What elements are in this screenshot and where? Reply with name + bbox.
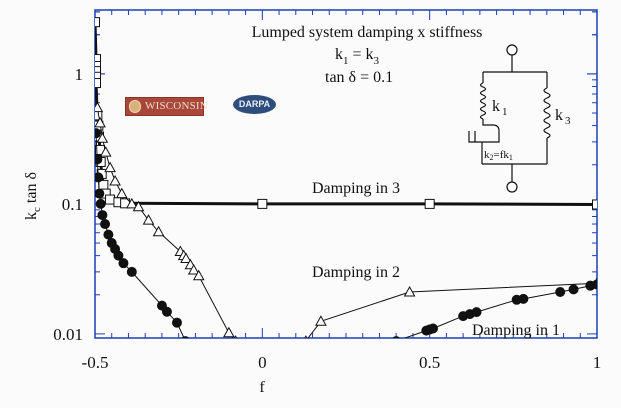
wisconsin-logo: WISCONSIN xyxy=(125,97,208,116)
data-point-circle xyxy=(428,323,439,334)
data-point-triangle xyxy=(223,326,235,338)
data-point-triangle xyxy=(104,161,116,173)
bottom-terminal-icon xyxy=(506,181,518,193)
data-point-circle xyxy=(95,198,106,209)
data-point-circle xyxy=(118,258,129,269)
x-tick-label: 0.5 xyxy=(419,353,440,372)
data-point-square xyxy=(95,78,102,89)
data-point-circle xyxy=(518,293,529,304)
data-point-triangle xyxy=(109,174,121,186)
label-damping-in-3: Damping in 3 xyxy=(312,180,400,197)
data-point-circle xyxy=(392,336,401,338)
spring-k1-icon xyxy=(479,82,487,120)
annotation-tan-delta: tan δ = 0.1 xyxy=(325,69,393,86)
x-tick-label: -0.5 xyxy=(82,353,109,372)
data-point-triangle xyxy=(95,116,106,128)
series-damping-in-1 xyxy=(95,128,597,338)
data-point-circle xyxy=(100,219,111,230)
series-damping-in-2 xyxy=(95,101,597,338)
y-axis-label: kc tan δ xyxy=(23,172,43,220)
data-point-triangle xyxy=(142,214,155,225)
sub-3: 3 xyxy=(374,55,380,67)
data-point-triangle xyxy=(304,335,308,338)
data-point-circle xyxy=(95,154,103,165)
y-label-rest: tan δ xyxy=(23,172,40,207)
k3-k: k xyxy=(555,107,563,124)
k1-k: k xyxy=(492,98,500,115)
y-label-sub-c: c xyxy=(31,207,43,212)
series-line-damping-in-2 xyxy=(96,107,597,338)
eq-k-text: = k xyxy=(349,46,374,63)
data-point-circle xyxy=(171,317,182,328)
data-point-triangle xyxy=(403,285,416,297)
data-point-triangle xyxy=(152,225,165,237)
y-tick-label: 1 xyxy=(75,65,84,84)
label-damping-in-1: Damping in 1 xyxy=(472,322,560,339)
data-point-circle xyxy=(126,266,137,277)
k2-sub: 2 xyxy=(490,153,494,162)
y-label-k: k xyxy=(23,212,40,220)
series-group xyxy=(95,17,597,338)
data-point-circle xyxy=(161,306,172,317)
data-point-circle xyxy=(592,279,597,290)
data-point-triangle xyxy=(115,187,128,199)
y-tick-label: 0.01 xyxy=(53,325,83,344)
wisconsin-crest-icon xyxy=(129,100,141,113)
label-damping-in-2: Damping in 2 xyxy=(312,264,400,281)
data-point-circle xyxy=(103,229,114,240)
dashpot-k2-icon xyxy=(468,119,500,143)
data-point-triangle xyxy=(180,252,192,264)
x-tick-label: 1 xyxy=(593,353,602,372)
data-point-circle xyxy=(95,128,102,139)
data-point-circle xyxy=(95,188,105,199)
k3-sub: 3 xyxy=(565,115,571,127)
data-point-triangle xyxy=(99,146,112,157)
data-point-triangle xyxy=(187,263,200,275)
x-axis-label: f xyxy=(259,379,265,396)
data-point-circle xyxy=(113,250,124,261)
diagram-k2-label: k2=fk1 xyxy=(484,149,513,162)
tick-labels: -0.5 0 0.5 1 1 0.1 0.01 xyxy=(53,65,601,372)
data-point-triangle xyxy=(233,335,238,338)
top-terminal-icon xyxy=(506,44,518,56)
spring-k3-icon xyxy=(543,87,551,139)
data-point-triangle xyxy=(132,200,145,212)
annotation-k1-eq-k3: k1 = k3 xyxy=(335,46,380,67)
data-point-square xyxy=(105,194,116,205)
data-point-circle xyxy=(181,336,190,338)
data-point-circle xyxy=(471,307,482,318)
spring-dashpot-diagram xyxy=(468,44,551,193)
k2-rest: =fk xyxy=(494,149,510,161)
data-point-square xyxy=(257,198,268,209)
data-point-circle xyxy=(95,172,104,183)
x-tick-label: 0 xyxy=(258,353,267,372)
y-tick-label: 0.1 xyxy=(62,195,83,214)
data-point-square xyxy=(592,199,597,210)
data-point-triangle xyxy=(95,101,104,113)
k2-k: k xyxy=(484,149,490,161)
darpa-logo: DARPA xyxy=(233,95,276,114)
data-point-circle xyxy=(555,287,566,298)
sub-1: 1 xyxy=(343,55,349,67)
data-point-triangle xyxy=(192,269,205,281)
data-point-square xyxy=(424,198,435,209)
data-point-square xyxy=(95,17,100,28)
data-point-circle xyxy=(568,284,579,295)
data-point-triangle xyxy=(125,197,138,209)
data-point-triangle xyxy=(315,315,327,326)
k2-rest-sub: 1 xyxy=(509,153,513,162)
data-point-triangle xyxy=(96,132,109,143)
k-text: k xyxy=(335,46,343,63)
k1-sub: 1 xyxy=(502,106,508,118)
chart-title: Lumped system damping x stiffness xyxy=(252,24,483,41)
wisconsin-logo-text: WISCONSIN xyxy=(145,100,208,112)
data-point-circle xyxy=(97,210,108,221)
